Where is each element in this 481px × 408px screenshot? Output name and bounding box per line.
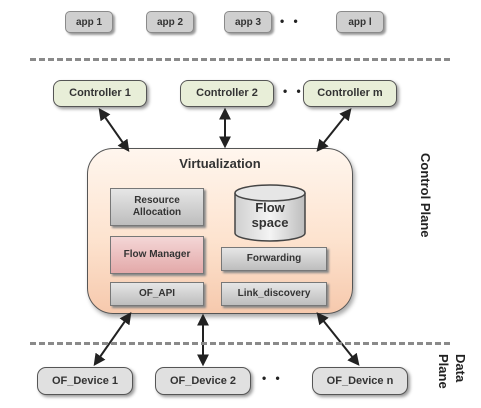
arrow-virtualization-device-n	[316, 312, 360, 366]
controller-m: Controller m	[303, 80, 397, 107]
of-device-n: OF_Device n	[312, 367, 408, 395]
controller-ellipsis: • •	[283, 84, 304, 98]
resource-allocation-module: Resource Allocation	[110, 188, 204, 226]
controller-2: Controller 2	[180, 80, 274, 107]
app-box-3: app 3	[224, 11, 272, 33]
control-data-separator	[30, 342, 450, 345]
flow-manager-module: Flow Manager	[110, 236, 204, 274]
application-control-separator	[30, 58, 450, 61]
of-device-1: OF_Device 1	[37, 367, 133, 395]
app-box-l: app l	[336, 11, 384, 33]
controller-1: Controller 1	[53, 80, 147, 107]
link-discovery-module: Link_discovery	[221, 282, 327, 306]
forwarding-module: Forwarding	[221, 247, 327, 271]
arrow-controller-m-virtualization	[316, 108, 352, 152]
data-plane-label-1: Data	[453, 354, 468, 383]
of-device-2: OF_Device 2	[155, 367, 251, 395]
app-ellipsis: • •	[280, 14, 301, 28]
virtualization-title: Virtualization	[179, 156, 261, 171]
of-api-module: OF_API	[110, 282, 204, 306]
data-plane-label-2: Plane	[436, 354, 451, 389]
control-plane-label: Control Plane	[418, 153, 433, 238]
app-box-2: app 2	[146, 11, 194, 33]
arrow-controller-1-virtualization	[98, 108, 130, 152]
arrow-virtualization-device-1	[93, 312, 132, 366]
flow-space-label: Flow space	[251, 200, 289, 230]
app-box-1: app 1	[65, 11, 113, 33]
device-ellipsis: • •	[262, 371, 283, 385]
flow-space-cylinder	[234, 184, 306, 242]
